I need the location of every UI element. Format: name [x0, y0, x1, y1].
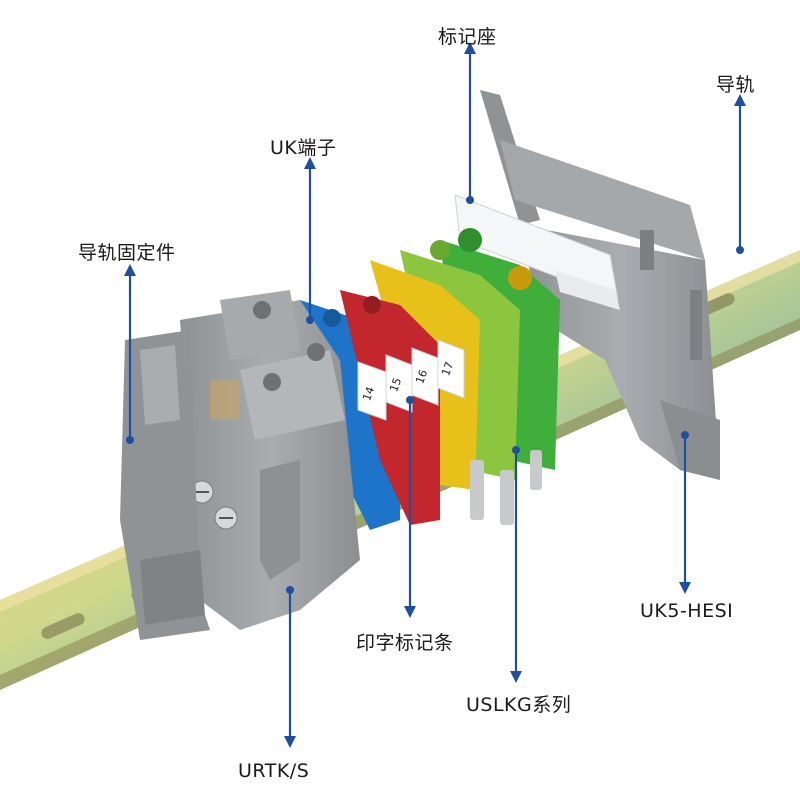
marker-number-14: 14 [360, 385, 377, 403]
marker-number-16: 16 [413, 368, 430, 386]
callout-uslkg-series [510, 446, 522, 683]
label-end-stop: 导轨固定件 [78, 242, 176, 264]
callout-uk-terminal [304, 157, 316, 324]
marker-number-17: 17 [439, 360, 456, 378]
callout-uk5-hesi [679, 431, 691, 594]
label-urtk-s: URTK/S [238, 760, 310, 782]
marker-number-15: 15 [387, 376, 404, 394]
label-marker-holder: 标记座 [438, 26, 497, 48]
screw-head-lower [214, 506, 238, 530]
label-uk5-hesi: UK5-HESI [640, 600, 734, 622]
callout-marker-holder [464, 42, 476, 204]
callout-urtk-s [284, 586, 296, 748]
label-uslkg-series: USLKG系列 [466, 694, 572, 716]
callout-print-marker-strip [404, 396, 416, 618]
callout-end-stop [124, 264, 136, 444]
marker-strips: 14 15 16 17 [357, 339, 465, 421]
label-rail: 导轨 [716, 74, 756, 96]
label-uk-terminal: UK端子 [270, 137, 337, 159]
callout-rail [734, 94, 746, 254]
urtk-s-terminals [180, 290, 360, 630]
rail-end-stop [120, 330, 210, 640]
label-print-marker-strip: 印字标记条 [356, 632, 454, 654]
marker-holder-bracket [454, 90, 720, 480]
